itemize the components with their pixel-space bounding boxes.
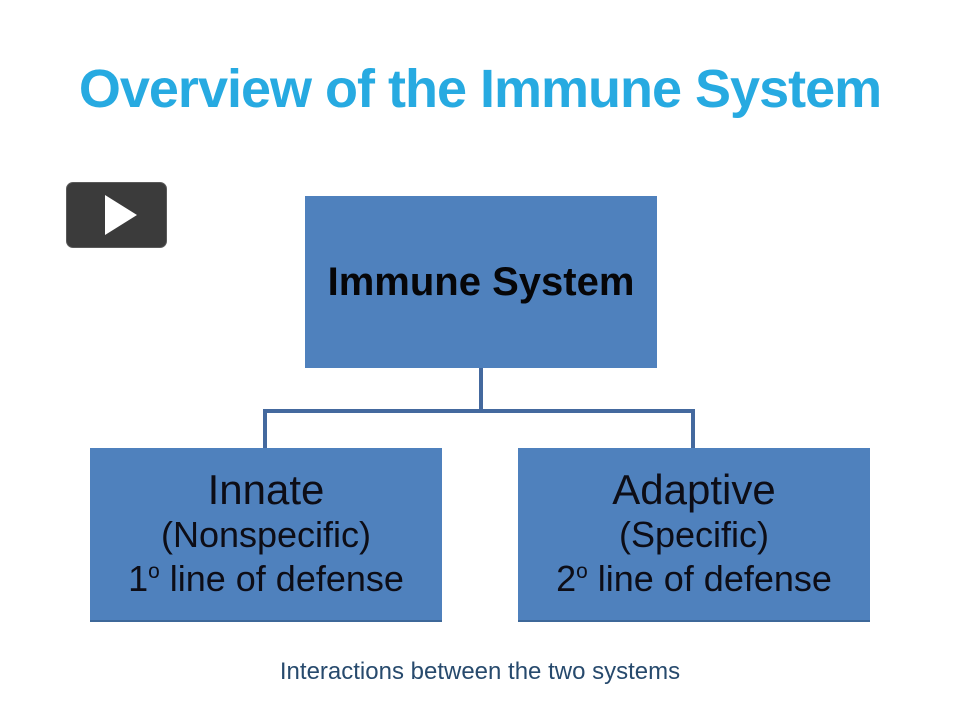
defense-line-rest: line of defense — [587, 558, 832, 600]
node-adaptive-subtitle: (Specific) — [618, 514, 770, 555]
video-play-button[interactable] — [66, 182, 167, 248]
slide-title: Overview of the Immune System — [78, 59, 882, 119]
connector-drop-adaptive — [691, 409, 695, 449]
node-adaptive-defense-line: 2o line of defense — [556, 556, 832, 601]
node-immune-system-label: Immune System — [327, 259, 635, 304]
defense-line-prefix: 2 — [556, 558, 577, 600]
node-innate-defense-line: 1o line of defense — [128, 556, 404, 601]
defense-line-prefix: 1 — [128, 558, 149, 600]
connector-horizontal — [263, 409, 695, 413]
slide-caption: Interactions between the two systems — [279, 658, 681, 685]
node-innate-title: Innate — [207, 465, 325, 513]
node-immune-system: Immune System — [305, 196, 657, 368]
defense-line-rest: line of defense — [159, 558, 404, 600]
play-icon — [104, 195, 137, 235]
node-adaptive: Adaptive (Specific) 2o line of defense — [518, 448, 870, 622]
node-innate: Innate (Nonspecific) 1o line of defense — [90, 448, 442, 622]
connector-root-stub — [479, 368, 483, 411]
defense-line-superscript: o — [148, 560, 160, 584]
defense-line-superscript: o — [576, 560, 588, 584]
connector-drop-innate — [263, 409, 267, 449]
node-innate-subtitle: (Nonspecific) — [160, 514, 372, 555]
node-adaptive-title: Adaptive — [612, 465, 776, 513]
